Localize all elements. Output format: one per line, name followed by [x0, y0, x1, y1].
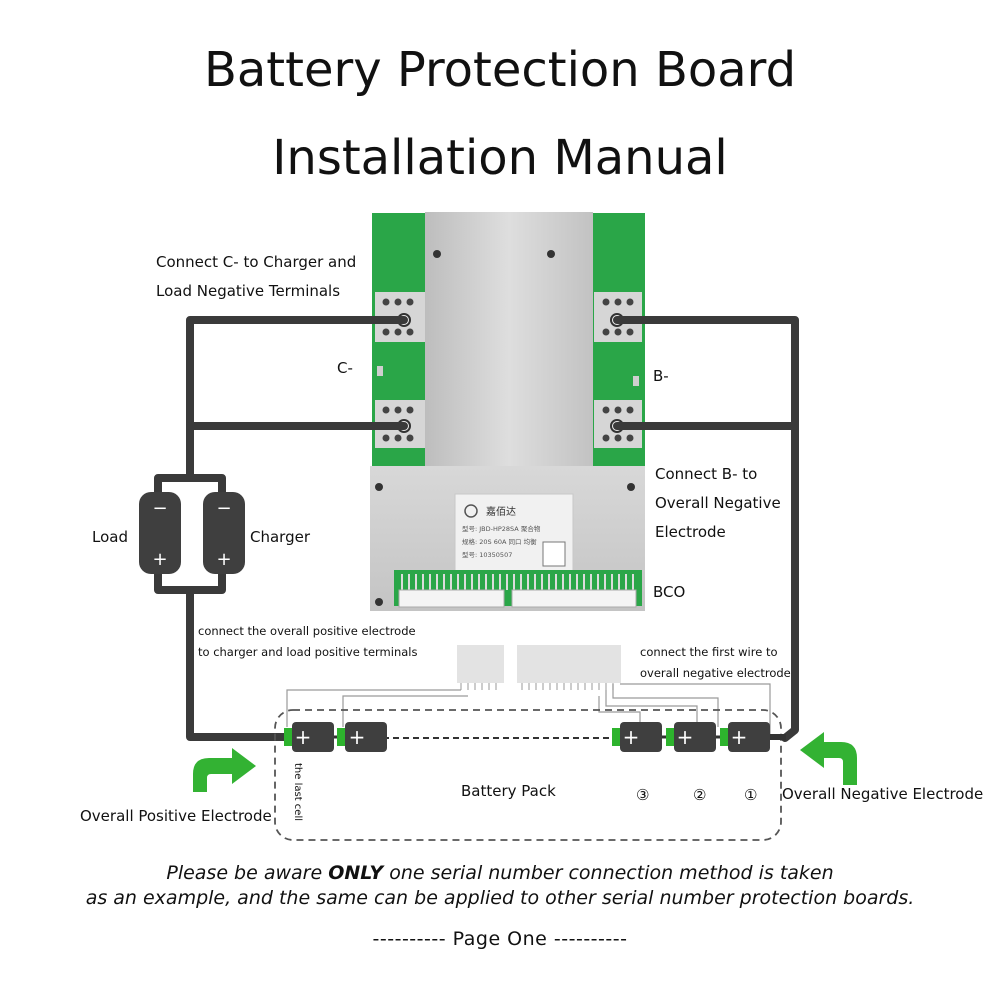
cell-second-last: + — [337, 722, 387, 752]
positive-arrow-icon — [193, 748, 256, 792]
charger-battery: − + — [203, 492, 245, 574]
bco-label: BCO — [653, 583, 686, 601]
c-minus-label: C- — [337, 359, 353, 377]
page-label: ---------- Page One ---------- — [372, 928, 628, 950]
screw-hole — [547, 250, 555, 258]
screw-hole — [433, 250, 441, 258]
balance-plug-right — [517, 645, 621, 683]
cell-2: + — [666, 722, 716, 752]
svg-text:+: + — [731, 725, 748, 749]
cell-1-label: ① — [744, 786, 758, 804]
note-emphasis: ONLY — [328, 862, 384, 884]
balance-connectors — [286, 645, 771, 737]
qr-code — [542, 541, 566, 567]
svg-text:+: + — [152, 549, 167, 570]
cell-1: + — [720, 722, 770, 752]
svg-text:+: + — [295, 725, 312, 749]
last-cell-label: the last cell — [292, 763, 303, 822]
title-line-2: Installation Manual — [272, 130, 728, 186]
connect-b-label-3: Electrode — [655, 523, 726, 541]
brand-logo-icon — [464, 504, 478, 518]
sticker-line-2: 规格: 20S 60A 同口 均衡 — [462, 537, 537, 546]
balance-plug-left — [457, 645, 504, 683]
sticker-line-3: 型号: 10350507 — [462, 550, 512, 559]
connect-b-label-1: Connect B- to — [655, 465, 758, 483]
svg-text:+: + — [623, 725, 640, 749]
connect-c-label-1: Connect C- to Charger and — [156, 253, 357, 271]
first-wire-label-1: connect the first wire to — [640, 645, 778, 659]
connect-c-label-2: Load Negative Terminals — [156, 282, 341, 300]
note-rest: one serial number connection method is t… — [383, 862, 834, 884]
heatsink-top — [425, 212, 593, 470]
smd-component — [377, 366, 383, 376]
load-battery: − + — [139, 492, 181, 574]
bco-plug-right — [511, 589, 637, 608]
protection-board: 嘉佰达 型号: JBD-HP28SA 聚合物 规格: 20S 60A 同口 均衡… — [370, 212, 645, 611]
bco-plug-left — [398, 589, 505, 608]
svg-text:+: + — [677, 725, 694, 749]
wire-b-minus-top — [613, 316, 799, 742]
b-minus-label: B- — [653, 367, 669, 385]
svg-text:−: − — [152, 498, 167, 519]
svg-text:+: + — [216, 549, 231, 570]
wire-overall-positive — [186, 586, 294, 741]
footer-note-line-2: as an example, and the same can be appli… — [85, 887, 915, 909]
charger-label: Charger — [250, 528, 310, 546]
load-label: Load — [92, 528, 128, 546]
title-line-1: Battery Protection Board — [203, 42, 797, 98]
smd-component — [633, 376, 639, 386]
connect-positive-label-2: to charger and load positive terminals — [198, 645, 418, 659]
wire-c-minus-top — [186, 316, 408, 482]
cell-last: + — [284, 722, 334, 752]
footer-note-line-1: Please be aware ONLY one serial number c… — [0, 862, 1000, 884]
sticker-line-1: 型号: JBD-HP28SA 聚合物 — [462, 524, 541, 533]
connect-positive-label-1: connect the overall positive electrode — [198, 624, 416, 638]
cell-2-label: ② — [693, 786, 707, 804]
cell-3-label: ③ — [636, 786, 650, 804]
first-wire-label-2: overall negative electrode — [640, 666, 791, 680]
bco-connector-pins — [401, 574, 634, 590]
overall-negative-label: Overall Negative Electrode — [782, 785, 984, 803]
svg-text:+: + — [349, 725, 366, 749]
battery-pack-outline — [274, 709, 782, 841]
cell-3: + — [612, 722, 662, 752]
screw-hole — [627, 483, 635, 491]
sticker-brand: 嘉佰达 — [486, 505, 516, 518]
wire-load-charger-top — [154, 474, 226, 504]
negative-arrow-icon — [800, 732, 857, 785]
main-wires — [154, 316, 799, 742]
screw-hole — [375, 483, 383, 491]
note-prefix: Please be aware — [166, 862, 329, 884]
svg-text:−: − — [216, 498, 231, 519]
connect-b-label-2: Overall Negative — [655, 494, 781, 512]
overall-positive-label: Overall Positive Electrode — [80, 807, 272, 825]
screw-hole — [375, 598, 383, 606]
battery-pack-label: Battery Pack — [461, 782, 556, 800]
